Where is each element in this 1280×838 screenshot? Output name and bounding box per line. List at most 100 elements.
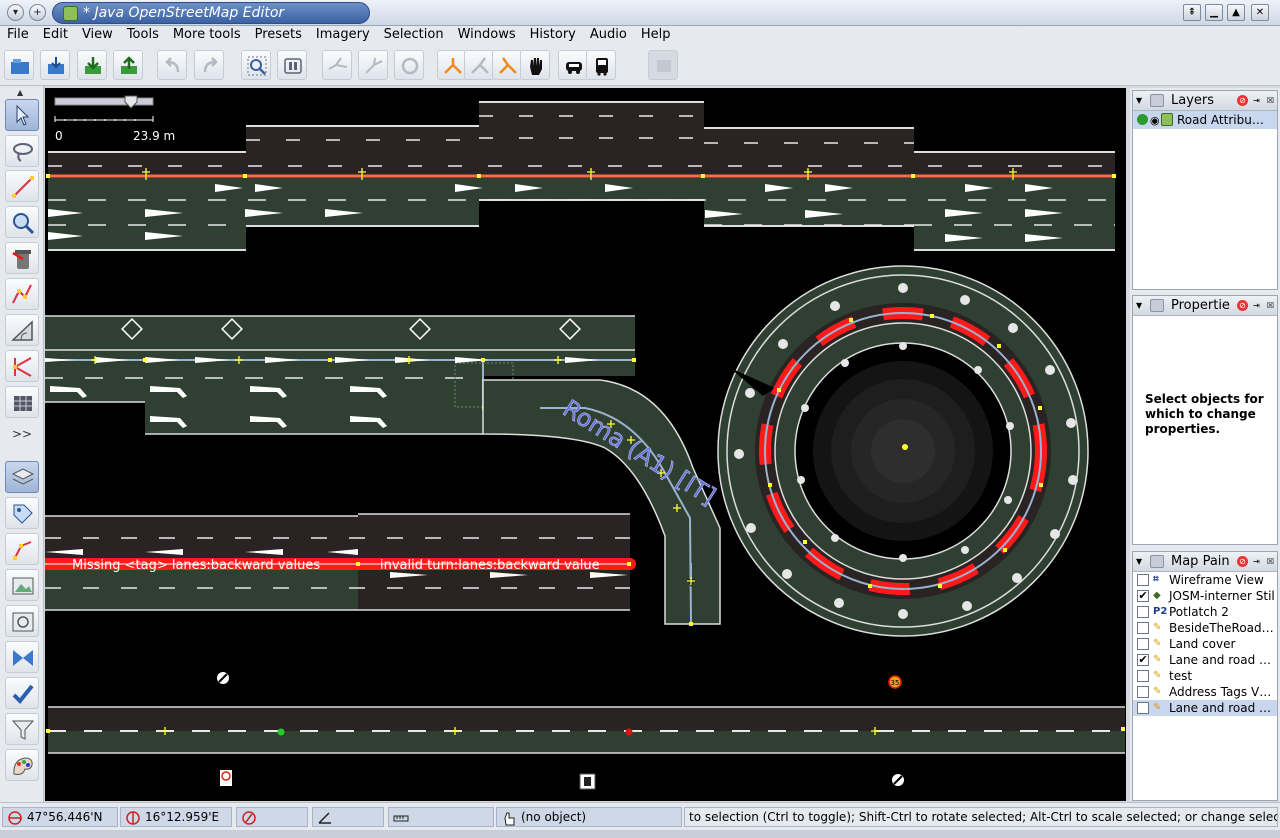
undo-icon[interactable] [157,50,187,80]
bus-icon[interactable] [586,50,616,80]
traffic-signal-icon[interactable] [579,773,596,790]
style-checkbox[interactable] [1137,686,1149,698]
traffic-sign-icon[interactable] [220,770,232,786]
style-row-landcover[interactable]: ✎Land cover [1133,636,1277,652]
zoom-slider[interactable] [54,95,154,109]
menu-history[interactable]: History [529,27,576,42]
add-icon[interactable]: + [29,4,46,21]
no-entry-sign-icon[interactable] [217,672,229,684]
panel-detach-icon[interactable]: ⇥ [1253,96,1260,105]
select-icon[interactable] [5,99,39,131]
style-row-lane-road-2[interactable]: ✎Lane and road … [1133,700,1277,716]
style-checkbox[interactable]: ✔ [1137,653,1149,666]
measure-icon[interactable] [5,314,39,346]
draw-icon[interactable] [5,170,39,202]
panel-close-icon[interactable]: ☒ [1266,557,1275,566]
image-icon[interactable] [5,569,39,601]
bottom-road[interactable] [46,706,1125,754]
style-checkbox[interactable] [1137,574,1149,586]
map-view[interactable]: 0 23.9 m [45,88,1126,801]
panel-close-icon[interactable]: ☒ [1266,301,1275,310]
lasso-icon[interactable] [5,135,39,167]
photo-icon[interactable] [5,605,39,637]
menu-more-tools[interactable]: More tools [172,27,241,42]
style-checkbox[interactable]: ✔ [1137,589,1149,602]
panel-disable-icon[interactable]: ⊘ [1237,556,1248,567]
collapse-icon[interactable]: ▼ [1136,301,1143,310]
paint-icon[interactable] [5,749,39,781]
style-checkbox[interactable] [1137,670,1149,682]
validator-icon[interactable] [5,677,39,709]
style-row-address-tags[interactable]: ✎Address Tags V… [1133,684,1277,700]
visibility-eye-icon[interactable]: ◉ [1150,114,1160,127]
style-row-lane-road-1[interactable]: ✔✎Lane and road … [1133,652,1277,668]
car-icon[interactable] [558,50,588,80]
split-way-icon[interactable] [358,50,388,80]
menu-presets[interactable]: Presets [254,27,302,42]
style-row-wireframe[interactable]: ⌗Wireframe View [1133,572,1277,588]
hand-icon[interactable] [520,50,550,80]
lane-tool-2-icon[interactable] [464,50,494,80]
collapse-icon[interactable]: ▼ [1136,96,1143,105]
active-layer-icon[interactable] [1137,114,1148,125]
roundabout[interactable] [717,265,1089,637]
menu-help[interactable]: Help [640,27,671,42]
style-checkbox[interactable] [1137,606,1149,618]
style-row-josm[interactable]: ✔◆JOSM-interner Stil [1133,588,1277,604]
top-highway[interactable] [46,101,1116,251]
menu-selection[interactable]: Selection [383,27,444,42]
collapse-icon[interactable]: ▼ [1136,557,1143,566]
refresh-icon[interactable] [394,50,424,80]
menu-audio[interactable]: Audio [589,27,627,42]
parallel-icon[interactable] [5,278,39,310]
open-file-icon[interactable] [4,50,34,80]
conflict-icon[interactable] [5,641,39,673]
panel-disable-icon[interactable]: ⊘ [1237,95,1248,106]
lane-tool-3-icon[interactable] [492,50,522,80]
panel-disable-icon[interactable]: ⊘ [1237,300,1248,311]
filter-icon[interactable] [5,713,39,745]
upload-icon[interactable] [113,50,143,80]
map-canvas[interactable]: 0 23.9 m [45,88,1126,801]
relation-icon[interactable] [5,533,39,565]
redo-icon[interactable] [194,50,224,80]
keep-above-icon[interactable]: ⇞ [1183,4,1201,21]
combine-way-icon[interactable] [322,50,352,80]
download-icon[interactable] [77,50,107,80]
speed-limit-badge[interactable]: 35 [888,675,902,689]
layer-row[interactable]: ◉ Road Attribu… [1133,111,1277,129]
window-menu-icon[interactable]: ▾ [7,4,24,21]
layers-toggle-icon[interactable] [5,461,39,493]
style-checkbox[interactable] [1137,622,1149,634]
layer-grid-icon[interactable] [5,386,39,418]
scroll-up-icon[interactable]: ▲ [17,88,24,97]
maximize-icon[interactable]: ▲ [1227,4,1245,21]
no-entry-sign-icon[interactable] [892,774,904,786]
menu-tools[interactable]: Tools [126,27,159,42]
menu-windows[interactable]: Windows [457,27,516,42]
close-icon[interactable]: ✕ [1251,4,1269,21]
style-row-besidetheroad[interactable]: ✎BesideTheRoad… [1133,620,1277,636]
middle-road-left[interactable] [45,315,636,435]
zoom-to-selection-icon[interactable] [241,50,271,80]
lower-road[interactable]: Missing <tag> lanes:backward values inva… [45,513,636,611]
menu-edit[interactable]: Edit [42,27,68,42]
preferences-icon[interactable] [277,50,307,80]
split-icon[interactable] [5,350,39,382]
style-checkbox[interactable] [1137,702,1149,714]
menu-view[interactable]: View [81,27,113,42]
tag-icon[interactable] [5,497,39,529]
zoom-icon[interactable] [5,206,39,238]
panel-detach-icon[interactable]: ⇥ [1253,301,1260,310]
panel-close-icon[interactable]: ☒ [1266,96,1275,105]
style-checkbox[interactable] [1137,638,1149,650]
panel-detach-icon[interactable]: ⇥ [1253,557,1260,566]
delete-icon[interactable] [5,242,39,274]
menu-imagery[interactable]: Imagery [315,27,370,42]
more-tools[interactable]: >> [12,427,33,441]
disabled-icon[interactable] [648,50,678,80]
style-row-test[interactable]: ✎test [1133,668,1277,684]
lane-tool-1-icon[interactable] [437,50,467,80]
menu-file[interactable]: File [7,27,29,42]
